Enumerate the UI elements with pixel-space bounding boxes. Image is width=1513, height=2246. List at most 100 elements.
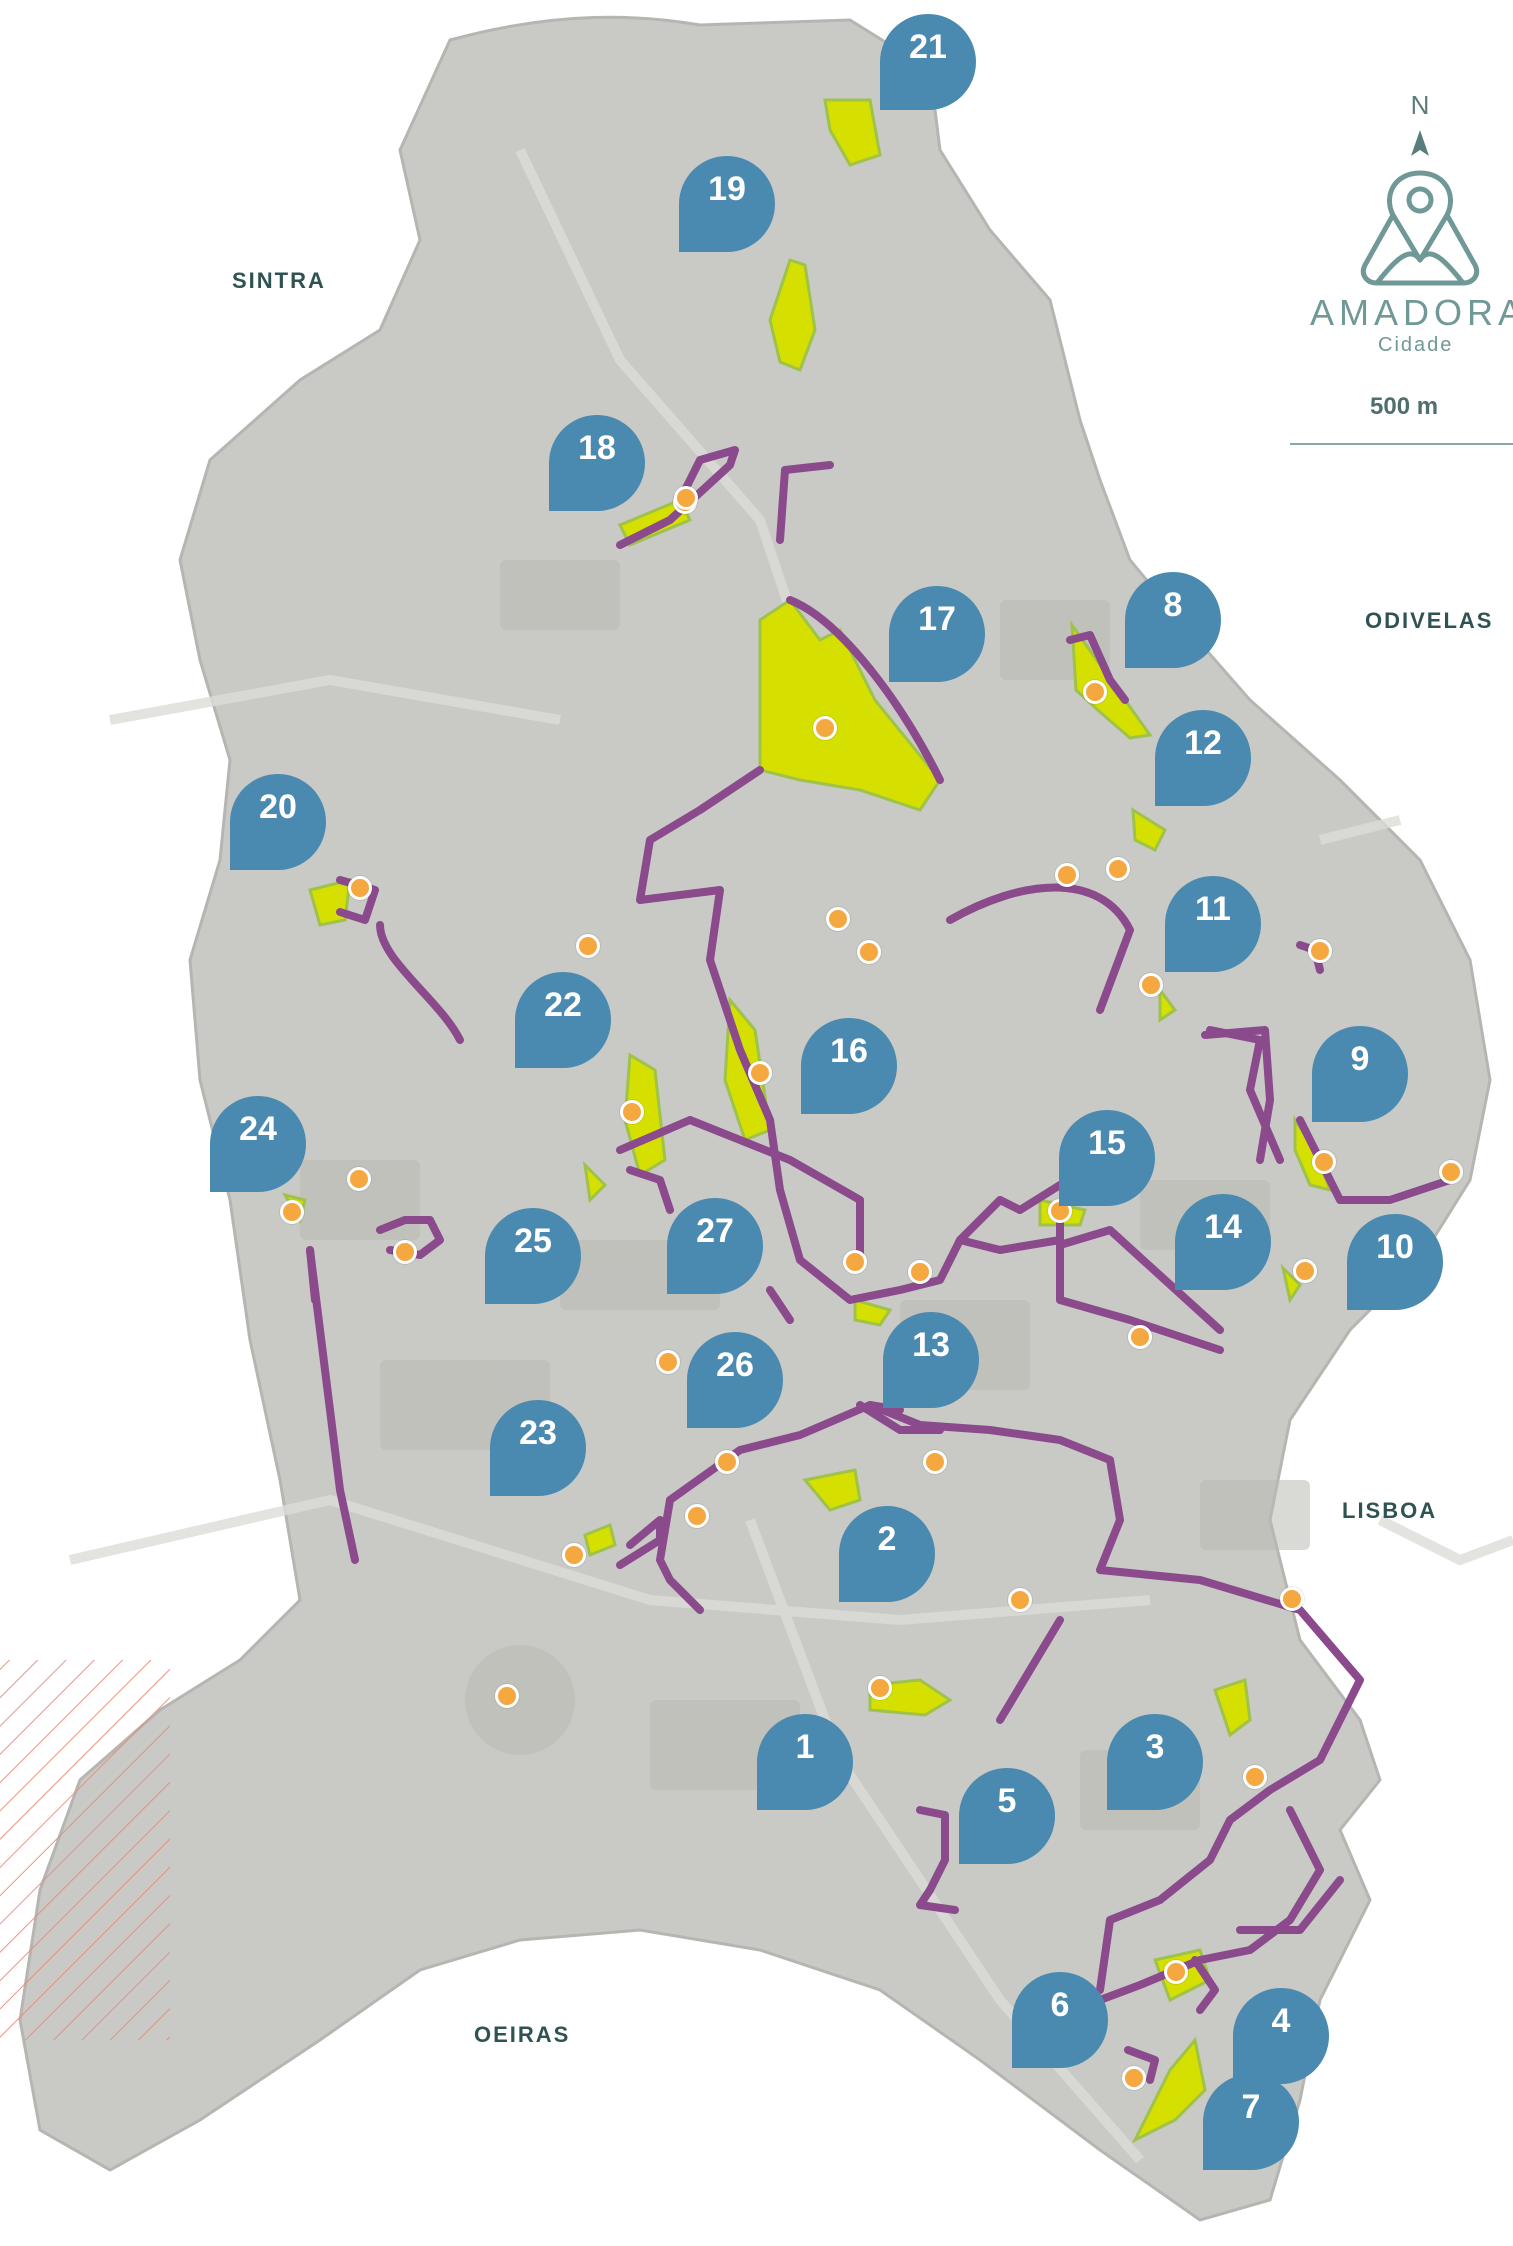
- marker-26[interactable]: 26: [685, 1330, 785, 1440]
- marker-number: 11: [1195, 890, 1231, 928]
- poi-dot[interactable]: [748, 1061, 772, 1085]
- marker-number: 3: [1145, 1728, 1165, 1766]
- poi-dot[interactable]: [923, 1450, 947, 1474]
- poi-dot[interactable]: [1308, 939, 1332, 963]
- marker-17[interactable]: 17: [887, 584, 987, 694]
- marker-4[interactable]: 4: [1231, 1986, 1331, 2096]
- marker-9[interactable]: 9: [1310, 1024, 1410, 1134]
- marker-18[interactable]: 18: [547, 413, 647, 523]
- marker-16[interactable]: 16: [799, 1016, 899, 1126]
- poi-dot[interactable]: [857, 940, 881, 964]
- marker-number: 9: [1350, 1040, 1370, 1078]
- pin-icon: [1347, 1214, 1443, 1310]
- poi-dot[interactable]: [495, 1684, 519, 1708]
- amadora-logo-icon: [1360, 170, 1480, 286]
- pin-icon: [687, 1332, 783, 1428]
- marker-number: 16: [830, 1032, 868, 1070]
- pin-icon: [1203, 2074, 1299, 2170]
- marker-21[interactable]: 21: [878, 12, 978, 122]
- poi-dot[interactable]: [1106, 857, 1130, 881]
- pin-icon: [210, 1096, 306, 1192]
- pin-icon: [1012, 1972, 1108, 2068]
- poi-dot[interactable]: [656, 1350, 680, 1374]
- poi-dot[interactable]: [1139, 973, 1163, 997]
- poi-dot[interactable]: [868, 1676, 892, 1700]
- poi-dot[interactable]: [347, 1167, 371, 1191]
- poi-dot[interactable]: [908, 1260, 932, 1284]
- poi-dot[interactable]: [348, 876, 372, 900]
- poi-dot[interactable]: [1128, 1325, 1152, 1349]
- poi-dot[interactable]: [576, 934, 600, 958]
- marker-25[interactable]: 25: [483, 1206, 583, 1316]
- poi-dot[interactable]: [715, 1450, 739, 1474]
- marker-number: 8: [1163, 586, 1183, 624]
- region-label-lisboa: LISBOA: [1342, 1498, 1438, 1523]
- marker-8[interactable]: 8: [1123, 570, 1223, 680]
- pin-icon: [515, 972, 611, 1068]
- poi-dot[interactable]: [620, 1100, 644, 1124]
- poi-dot[interactable]: [1055, 863, 1079, 887]
- marker-20[interactable]: 20: [228, 772, 328, 882]
- marker-number: 18: [578, 429, 616, 467]
- pin-icon: [839, 1506, 935, 1602]
- marker-number: 19: [708, 170, 746, 208]
- poi-dot[interactable]: [1280, 1587, 1304, 1611]
- poi-dot[interactable]: [1293, 1259, 1317, 1283]
- marker-11[interactable]: 11: [1163, 874, 1263, 984]
- scale-label: 500 m: [1370, 393, 1439, 420]
- poi-dot[interactable]: [280, 1200, 304, 1224]
- marker-7[interactable]: 7: [1201, 2072, 1301, 2182]
- marker-number: 27: [696, 1212, 734, 1250]
- marker-number: 2: [877, 1520, 897, 1558]
- marker-12[interactable]: 12: [1153, 708, 1253, 818]
- poi-dot[interactable]: [1164, 1960, 1188, 1984]
- marker-number: 20: [259, 788, 297, 826]
- marker-2[interactable]: 2: [837, 1504, 937, 1614]
- marker-number: 12: [1184, 724, 1222, 762]
- marker-number: 1: [795, 1728, 815, 1766]
- poi-dot[interactable]: [674, 486, 698, 510]
- poi-dot[interactable]: [1439, 1160, 1463, 1184]
- marker-6[interactable]: 6: [1010, 1970, 1110, 2080]
- marker-3[interactable]: 3: [1105, 1712, 1205, 1822]
- pin-icon: [549, 415, 645, 511]
- region-label-odivelas: ODIVELAS: [1365, 608, 1494, 633]
- pin-icon: [230, 774, 326, 870]
- poi-dot[interactable]: [1243, 1765, 1267, 1789]
- pin-icon: [667, 1198, 763, 1294]
- marker-10[interactable]: 10: [1345, 1212, 1445, 1322]
- marker-number: 10: [1376, 1228, 1414, 1266]
- logo-subtitle: Cidade: [1378, 334, 1454, 356]
- region-label-sintra: SINTRA: [232, 268, 326, 293]
- marker-23[interactable]: 23: [488, 1398, 588, 1508]
- poi-dot[interactable]: [393, 1240, 417, 1264]
- marker-19[interactable]: 19: [677, 154, 777, 264]
- poi-dot[interactable]: [562, 1543, 586, 1567]
- marker-number: 5: [997, 1782, 1017, 1820]
- poi-dot[interactable]: [1008, 1588, 1032, 1612]
- poi-dot[interactable]: [1083, 680, 1107, 704]
- poi-dot[interactable]: [1312, 1150, 1336, 1174]
- pin-icon: [1125, 572, 1221, 668]
- marker-5[interactable]: 5: [957, 1766, 1057, 1876]
- marker-1[interactable]: 1: [755, 1712, 855, 1822]
- marker-number: 26: [716, 1346, 754, 1384]
- poi-dot[interactable]: [843, 1250, 867, 1274]
- marker-15[interactable]: 15: [1057, 1108, 1157, 1218]
- pin-icon: [1107, 1714, 1203, 1810]
- marker-14[interactable]: 14: [1173, 1192, 1273, 1302]
- marker-13[interactable]: 13: [881, 1310, 981, 1420]
- poi-dot[interactable]: [1122, 2066, 1146, 2090]
- poi-dot[interactable]: [826, 907, 850, 931]
- marker-number: 15: [1088, 1124, 1126, 1162]
- poi-dot[interactable]: [685, 1504, 709, 1528]
- pin-icon: [801, 1018, 897, 1114]
- marker-27[interactable]: 27: [665, 1196, 765, 1306]
- marker-24[interactable]: 24: [208, 1094, 308, 1204]
- marker-22[interactable]: 22: [513, 970, 613, 1080]
- pin-icon: [757, 1714, 853, 1810]
- marker-number: 6: [1050, 1986, 1070, 2024]
- poi-dot[interactable]: [813, 716, 837, 740]
- marker-number: 21: [909, 28, 947, 66]
